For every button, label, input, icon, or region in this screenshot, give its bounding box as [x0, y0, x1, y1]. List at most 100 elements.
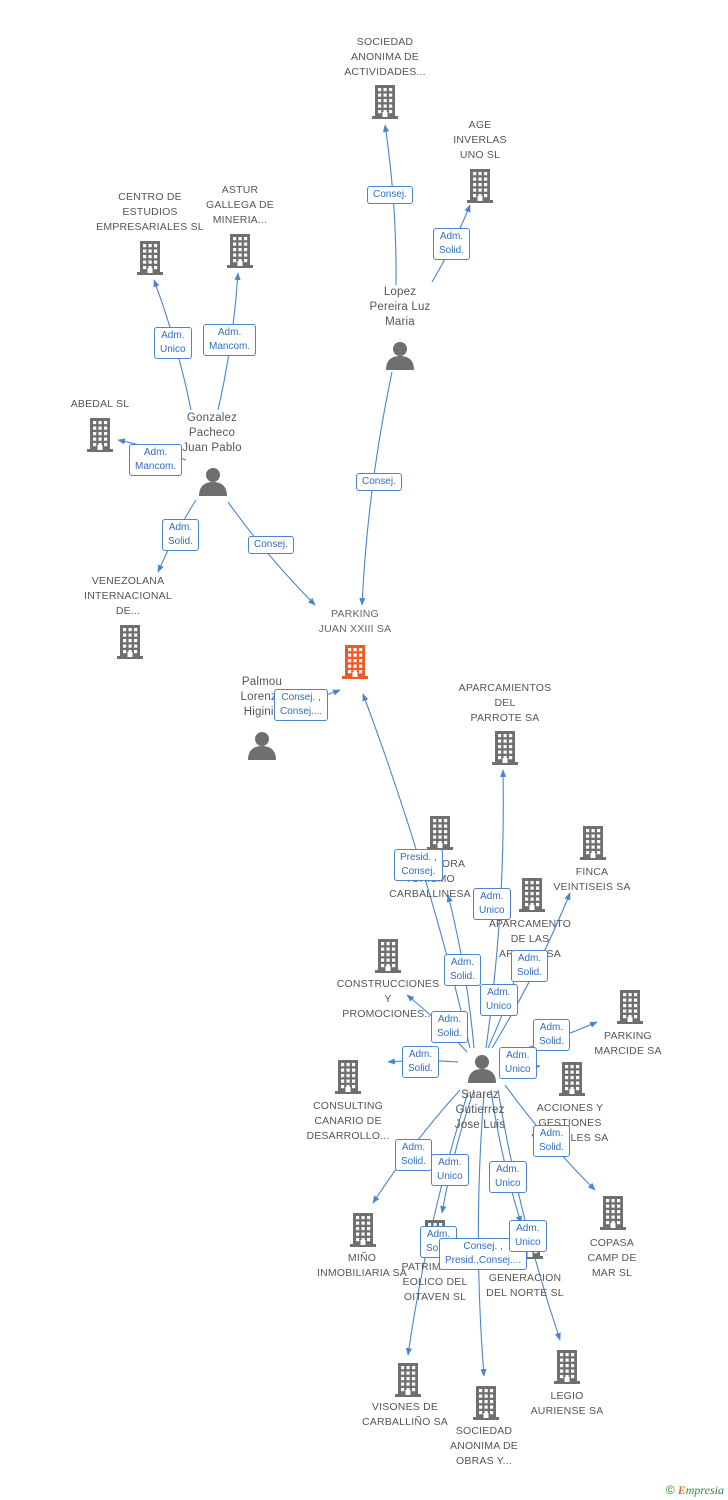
- copyright-symbol: ©: [665, 1483, 675, 1497]
- building-icon[interactable]: [616, 990, 644, 1029]
- edge-role-label[interactable]: Consej.: [356, 473, 402, 491]
- node-label: VISONES DE CARBALLIÑO SA: [361, 1401, 449, 1428]
- node-label: CONSULTING CANARIO DE DESARROLLO...: [306, 1099, 390, 1142]
- edge-role-label[interactable]: Consej.: [248, 536, 294, 554]
- edge-gonzalez-to-parking: [227, 501, 316, 606]
- building-icon[interactable]: [86, 418, 114, 457]
- person-icon[interactable]: [385, 340, 415, 375]
- person-node-lopez[interactable]: Lopez Pereira Luz Maria: [335, 285, 465, 330]
- company-node-astur[interactable]: ASTUR GALLEGA DE MINERIA...: [175, 183, 305, 228]
- edge-role-label[interactable]: Adm. Unico: [480, 984, 518, 1016]
- edge-role-label[interactable]: Adm. Solid.: [444, 954, 482, 986]
- edge-role-label[interactable]: Adm. Unico: [499, 1047, 537, 1079]
- company-node-sociedad-obras[interactable]: SOCIEDAD ANONIMA DE OBRAS Y...: [419, 1424, 549, 1469]
- node-label: CENTRO DE ESTUDIOS EMPRESARIALES SL: [96, 190, 204, 233]
- company-node-consulting[interactable]: CONSULTING CANARIO DE DESARROLLO...: [283, 1099, 413, 1144]
- building-icon[interactable]: [579, 826, 607, 865]
- building-icon[interactable]: [116, 625, 144, 664]
- node-label: APARCAMIENTOS DEL PARROTE SA: [458, 681, 552, 724]
- person-icon[interactable]: [467, 1053, 497, 1088]
- company-node-aparcamientos-parrote[interactable]: APARCAMIENTOS DEL PARROTE SA: [440, 681, 570, 726]
- main-company-building-icon[interactable]: [341, 645, 369, 684]
- node-label: ASTUR GALLEGA DE MINERIA...: [206, 183, 274, 226]
- company-node-generacion[interactable]: GENERACION DEL NORTE SL: [460, 1271, 590, 1301]
- company-node-abedal[interactable]: ABEDAL SL: [35, 397, 165, 412]
- node-label: CONSTRUCCIONES Y PROMOCIONES...: [336, 977, 440, 1020]
- edge-suarez-to-generacion: [490, 1089, 522, 1224]
- edge-role-label[interactable]: Consej. , Consej....: [274, 689, 329, 721]
- building-icon[interactable]: [558, 1062, 586, 1101]
- building-icon[interactable]: [374, 939, 402, 978]
- node-label: MIÑO INMOBILIARIA SA: [317, 1252, 407, 1279]
- company-node-sociedad-act[interactable]: SOCIEDAD ANONIMA DE ACTIVIDADES...: [320, 35, 450, 80]
- edge-suarez-to-legio: [497, 1089, 561, 1341]
- edge-role-label[interactable]: Consej.: [367, 186, 413, 204]
- company-node-mino[interactable]: MIÑO INMOBILIARIA SA: [297, 1251, 427, 1281]
- person-node-suarez[interactable]: Suarez Gutierrez Jose Luis: [415, 1088, 545, 1133]
- edge-role-label[interactable]: Adm. Solid.: [162, 519, 200, 551]
- edge-role-label[interactable]: Adm. Solid.: [533, 1019, 571, 1051]
- edge-role-label[interactable]: Adm. Solid.: [433, 228, 471, 260]
- building-icon[interactable]: [334, 1060, 362, 1099]
- company-node-parking-marcide[interactable]: PARKING MARCIDE SA: [563, 1029, 693, 1059]
- building-icon[interactable]: [226, 234, 254, 273]
- node-label: AGE INVERLAS UNO SL: [453, 118, 507, 161]
- company-node-venezolana[interactable]: VENEZOLANA INTERNACIONAL DE...: [63, 574, 193, 619]
- empresia-logo: ©Empresia: [666, 1483, 724, 1498]
- edge-lopez-to-sociedad-act: [382, 124, 397, 286]
- company-node-copasa[interactable]: COPASA CAMP DE MAR SL: [547, 1236, 677, 1281]
- edge-role-label[interactable]: Adm. Solid.: [533, 1125, 571, 1157]
- edge-role-label[interactable]: Adm. Solid.: [395, 1139, 433, 1171]
- edge-role-label[interactable]: Adm. Solid.: [511, 950, 549, 982]
- building-icon[interactable]: [491, 731, 519, 770]
- building-icon[interactable]: [426, 816, 454, 855]
- building-icon[interactable]: [394, 1363, 422, 1402]
- building-icon[interactable]: [371, 85, 399, 124]
- company-node-parking[interactable]: PARKING JUAN XXIII SA: [290, 607, 420, 637]
- node-label: SOCIEDAD ANONIMA DE ACTIVIDADES...: [344, 35, 426, 78]
- edge-role-label[interactable]: Presid. , Consej.: [394, 849, 443, 881]
- brand-initial: E: [677, 1483, 686, 1497]
- node-label: SOCIEDAD ANONIMA DE OBRAS Y...: [450, 1424, 518, 1467]
- company-node-age[interactable]: AGE INVERLAS UNO SL: [415, 118, 545, 163]
- edge-role-label[interactable]: Adm. Unico: [431, 1154, 469, 1186]
- node-label: Suarez Gutierrez Jose Luis: [454, 1088, 506, 1131]
- node-label: GENERACION DEL NORTE SL: [486, 1272, 564, 1299]
- node-label: Lopez Pereira Luz Maria: [369, 285, 431, 328]
- building-icon[interactable]: [599, 1196, 627, 1235]
- company-node-centro[interactable]: CENTRO DE ESTUDIOS EMPRESARIALES SL: [85, 190, 215, 235]
- node-label: PARKING MARCIDE SA: [594, 1030, 662, 1057]
- company-node-construcciones[interactable]: CONSTRUCCIONES Y PROMOCIONES...: [323, 977, 453, 1022]
- person-node-palmou[interactable]: Palmou Lorenzo Higinio: [197, 675, 327, 720]
- edge-role-label[interactable]: Adm. Solid.: [431, 1011, 469, 1043]
- node-label: COPASA CAMP DE MAR SL: [587, 1236, 637, 1279]
- edge-role-label[interactable]: Adm. Solid.: [402, 1046, 440, 1078]
- node-label: VENEZOLANA INTERNACIONAL DE...: [84, 574, 172, 617]
- edge-role-label[interactable]: Adm. Unico: [489, 1161, 527, 1193]
- company-node-visones[interactable]: VISONES DE CARBALLIÑO SA: [340, 1400, 470, 1430]
- building-icon[interactable]: [472, 1386, 500, 1425]
- person-icon[interactable]: [247, 730, 277, 765]
- company-node-legio[interactable]: LEGIO AURIENSE SA: [502, 1389, 632, 1419]
- edge-role-label[interactable]: Adm. Unico: [154, 327, 192, 359]
- edge-suarez-to-sociedad-obras: [477, 1093, 487, 1377]
- edge-role-label[interactable]: Adm. Mancom.: [203, 324, 257, 356]
- node-label: FINCA VEINTISEIS SA: [553, 866, 631, 893]
- building-icon[interactable]: [349, 1213, 377, 1252]
- person-icon[interactable]: [198, 466, 228, 501]
- edge-role-label[interactable]: Adm. Mancom.: [129, 444, 183, 476]
- company-node-finca[interactable]: FINCA VEINTISEIS SA: [527, 865, 657, 895]
- building-icon[interactable]: [518, 878, 546, 917]
- building-icon[interactable]: [553, 1350, 581, 1389]
- company-node-patrimonio[interactable]: PATRIMONIO EOLICO DEL OITAVEN SL: [370, 1260, 500, 1305]
- node-label: ABEDAL SL: [70, 397, 130, 410]
- edge-role-label[interactable]: Adm. Unico: [509, 1220, 547, 1252]
- person-node-gonzalez[interactable]: Gonzalez Pacheco Juan Pablo: [147, 411, 277, 456]
- brand-name: mpresia: [685, 1483, 724, 1497]
- edge-role-label[interactable]: Adm. Unico: [473, 888, 511, 920]
- node-label: PATRIMONIO EOLICO DEL OITAVEN SL: [401, 1260, 469, 1303]
- building-icon[interactable]: [466, 169, 494, 208]
- node-label: PARKING JUAN XXIII SA: [318, 608, 392, 635]
- building-icon[interactable]: [136, 241, 164, 280]
